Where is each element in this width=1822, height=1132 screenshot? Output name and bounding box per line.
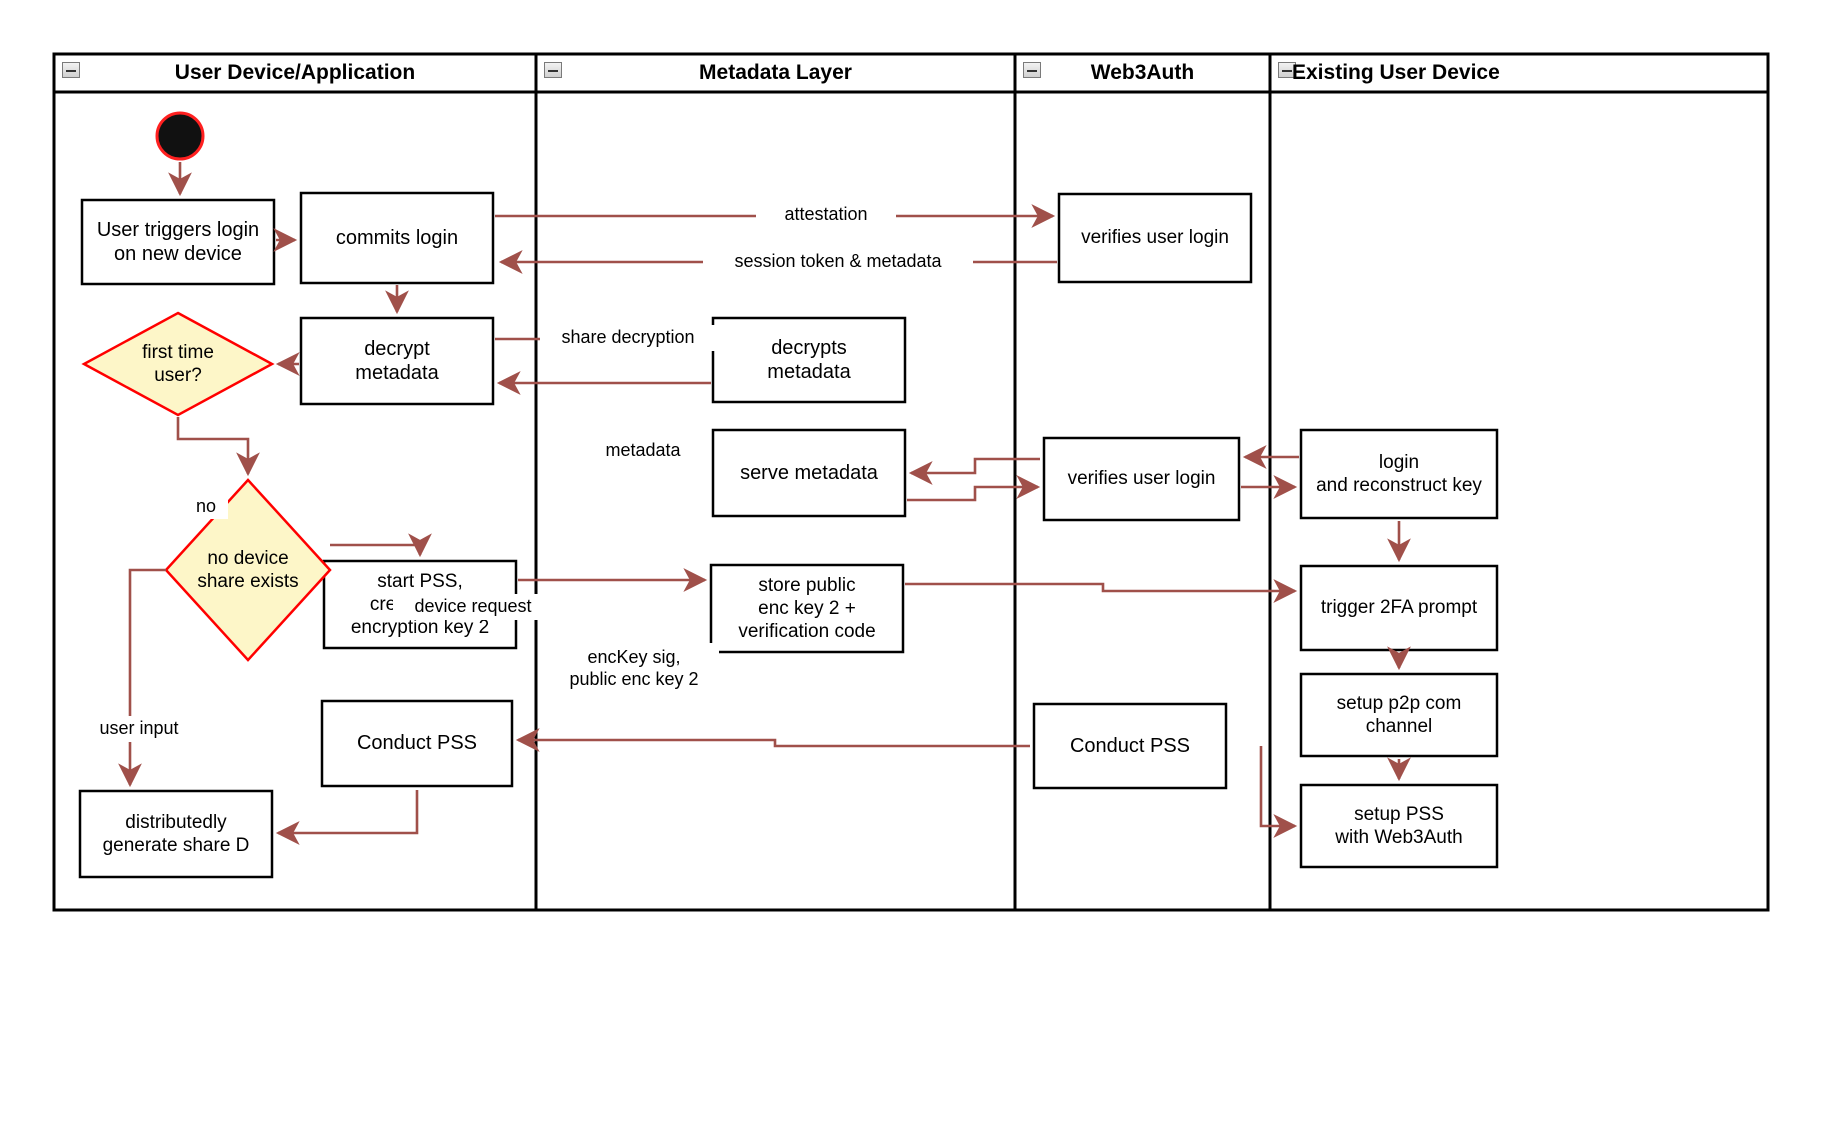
node-start-pss — [322, 559, 518, 650]
collapse-icon-lane-user-device[interactable] — [62, 62, 80, 78]
node-first-time-user — [81, 311, 275, 417]
edge-setuppss-pssw3a — [1259, 746, 1298, 838]
node-verifies-login-2 — [1042, 436, 1241, 522]
collapse-icon-lane-existing-device[interactable] — [1278, 62, 1296, 78]
edge-pssuser-shared — [275, 790, 419, 845]
edge-user-input — [118, 568, 166, 788]
node-no-device-share — [164, 478, 332, 662]
edge-no — [176, 417, 260, 477]
node-setup-pss-w3a — [1299, 783, 1499, 869]
node-generate-share-d — [78, 789, 274, 879]
collapse-icon-lane-web3auth[interactable] — [1023, 62, 1041, 78]
node-store-public-key — [709, 563, 905, 654]
node-login-reconstruct — [1299, 428, 1499, 520]
action-node-shapes — [78, 191, 1499, 879]
node-decrypt-metadata — [299, 316, 495, 406]
node-setup-p2p — [1299, 672, 1499, 758]
node-verifies-login-1 — [1057, 192, 1253, 284]
decision-node-shapes — [81, 311, 332, 662]
node-start — [155, 111, 205, 161]
node-conduct-pss-w3a — [1032, 702, 1228, 790]
node-trigger-2fa — [1299, 564, 1499, 652]
node-user-triggers — [80, 198, 276, 286]
edge-verify2-serve — [908, 457, 1040, 485]
node-conduct-pss-user — [320, 699, 514, 788]
node-decrypts-metadata — [711, 316, 907, 404]
edge-pssw3a-pssuser — [515, 728, 1030, 752]
node-commits-login — [299, 191, 495, 285]
collapse-icon-lane-metadata[interactable] — [544, 62, 562, 78]
node-serve-metadata — [711, 428, 907, 518]
edge-serve-verify2 — [907, 475, 1041, 502]
edge-device-request — [330, 533, 432, 558]
edge-store-2fa — [905, 579, 1298, 603]
swimlane-frame — [52, 52, 1770, 912]
